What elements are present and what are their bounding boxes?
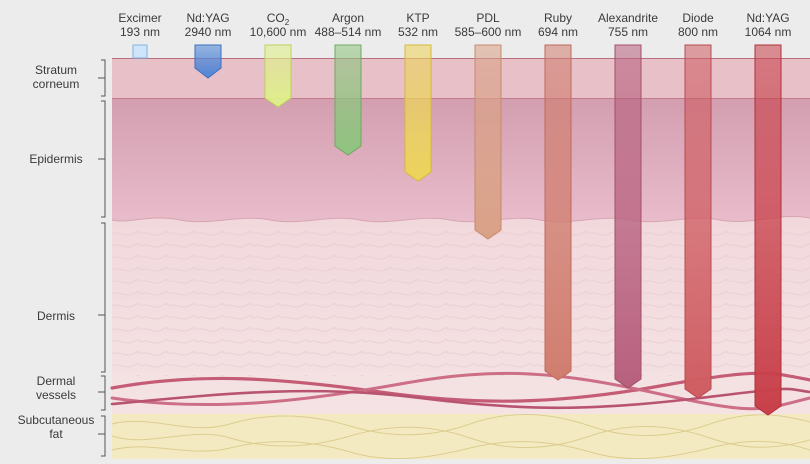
laser-beam (684, 44, 712, 399)
laser-name-label: Nd:YAG (186, 11, 229, 25)
laser-name-label: KTP (406, 11, 429, 25)
laser-wavelength-label: 800 nm (678, 25, 718, 39)
laser-beam (614, 44, 642, 389)
laser-name-label: Alexandrite (598, 11, 658, 25)
fat-lobules (111, 414, 810, 460)
laser-name-label: Excimer (118, 11, 161, 25)
laser-wavelength-label: 193 nm (120, 25, 160, 39)
bracket-dermal-vessels (98, 375, 106, 411)
laser-name-label: PDL (476, 11, 500, 25)
laser-wavelength-label: 2940 nm (185, 25, 232, 39)
laser-name-label: Ruby (544, 11, 572, 25)
layer-label-dermis: Dermis (37, 309, 75, 323)
laser-beam (754, 44, 782, 416)
layer-brackets (98, 59, 106, 457)
laser-wavelength-label: 585–600 nm (455, 25, 522, 39)
laser-name-label: CO2 (267, 11, 290, 27)
laser-wavelength-label: 488–514 nm (315, 25, 382, 39)
laser-beam (334, 44, 362, 156)
laser-beam (404, 44, 432, 182)
laser-beam (264, 44, 292, 108)
laser-name-label: Argon (332, 11, 364, 25)
laser-wavelength-label: 10,600 nm (250, 25, 307, 39)
laser-beam (132, 44, 148, 59)
bracket-dermis (98, 222, 106, 373)
laser-name-label: Diode (682, 11, 714, 25)
laser-wavelength-label: 755 nm (608, 25, 648, 39)
bracket-subcutaneous-fat (98, 415, 106, 457)
laser-wavelength-label: 532 nm (398, 25, 438, 39)
laser-beam (544, 44, 572, 381)
laser-wavelength-label: 694 nm (538, 25, 578, 39)
bracket-epidermis (98, 100, 106, 218)
laser-beam (474, 44, 502, 240)
laser-beam (194, 44, 222, 79)
bracket-stratum-corneum (98, 59, 106, 97)
layer-label-epidermis: Epidermis (29, 152, 82, 166)
laser-wavelength-label: 1064 nm (745, 25, 792, 39)
dermal-vessel (110, 371, 810, 411)
laser-name-label: Nd:YAG (746, 11, 789, 25)
dermal-vessel (110, 371, 810, 403)
